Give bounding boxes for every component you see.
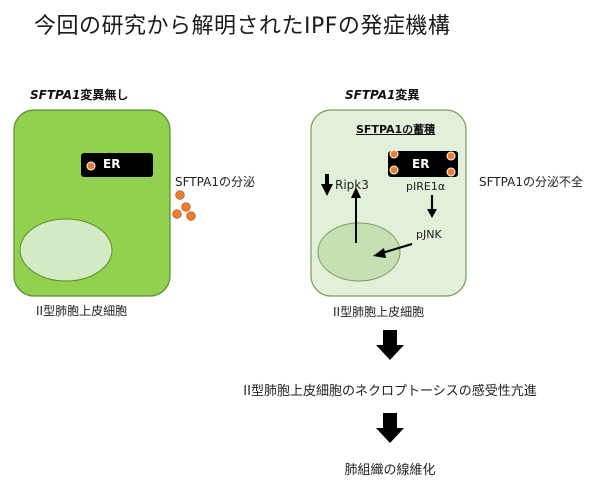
right-er-dot [389, 149, 399, 159]
left-nucleus [19, 218, 113, 282]
left-header-gene: SFTPA1 [30, 88, 81, 102]
flow-down-arrow-1 [376, 330, 404, 360]
secreted-dot [172, 209, 182, 219]
right-secretion-label: SFTPA1の分泌不全 [479, 175, 583, 189]
pjnk-label: pJNK [416, 228, 442, 241]
nucleus-up-arrowhead [351, 187, 361, 198]
left-header-suffix: 変異無し [80, 88, 129, 102]
left-secretion-label: SFTPA1の分泌 [175, 175, 255, 189]
page-title: 今回の研究から解明されたIPFの発症機構 [34, 14, 451, 39]
right-panel-header: SFTPA1変異 [345, 86, 419, 103]
pire1a-label: pIRE1α [406, 180, 446, 193]
secreted-dot [186, 211, 196, 221]
right-er-label: ER [412, 157, 430, 171]
pjnk-arrowhead [373, 248, 386, 258]
left-er-dot [86, 161, 96, 171]
right-header-suffix: 変異 [395, 88, 420, 102]
right-er-dot [389, 165, 399, 175]
secreted-dot [181, 202, 191, 212]
right-er [388, 151, 458, 177]
right-nucleus [317, 222, 401, 282]
right-er-dot [446, 151, 456, 161]
flow-step-fibrosis: 肺組織の線維化 [344, 463, 436, 478]
left-er [81, 153, 153, 177]
left-panel-header: SFTPA1変異無し [30, 86, 128, 103]
pire1a-down-arrowhead [427, 209, 437, 218]
ripk3-up-arrow [321, 174, 333, 196]
ripk3-label: Ripk3 [335, 178, 369, 192]
right-er-dot [446, 167, 456, 177]
right-header-gene: SFTPA1 [345, 88, 396, 102]
secreted-dot [175, 190, 185, 200]
accumulation-label: SFTPA1の蓄積 [356, 123, 436, 136]
left-er-label: ER [103, 157, 121, 171]
left-cell-caption: II型肺胞上皮細胞 [36, 304, 128, 318]
pjnk-arrow-line [381, 243, 413, 254]
flow-down-arrow-2 [376, 413, 404, 443]
flow-step-necroptosis: II型肺胞上皮細胞のネクロプトーシスの感受性亢進 [243, 384, 537, 399]
right-cell-caption: II型肺胞上皮細胞 [333, 305, 425, 319]
